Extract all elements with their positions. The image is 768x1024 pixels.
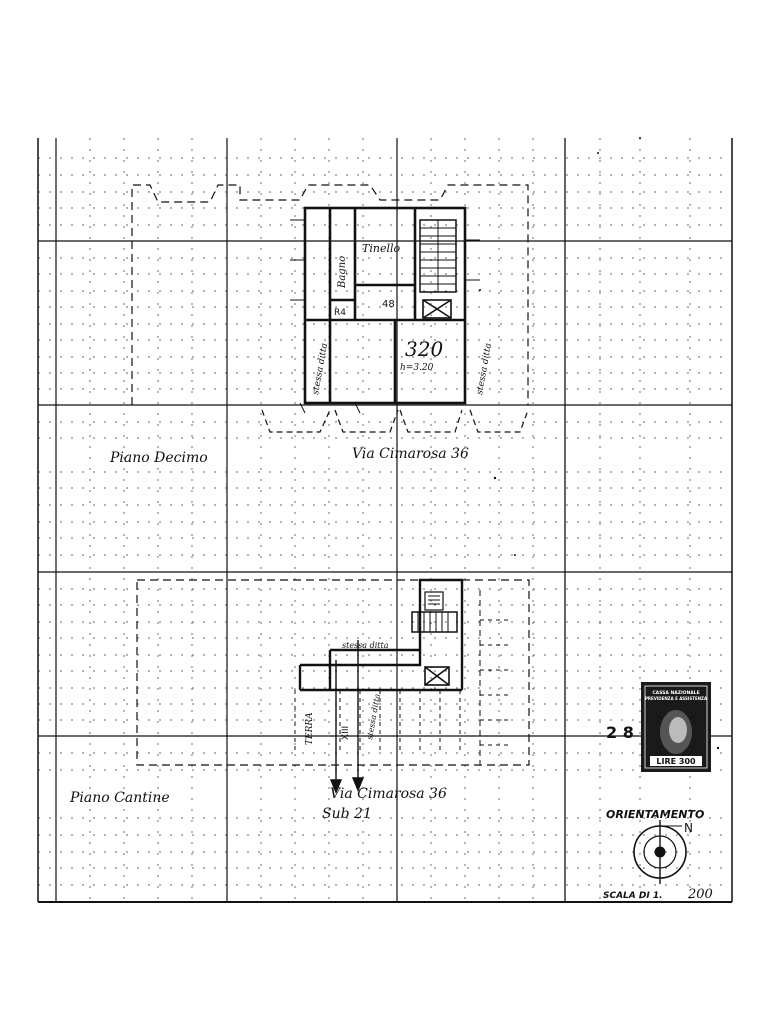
cellar-number: XIII [341, 726, 351, 740]
lower-arrows [329, 640, 365, 794]
north-label: N [684, 821, 693, 835]
stamp-line-2: PREVIDENZA E ASSISTENZA [645, 696, 708, 701]
stamp-value: LIRE 300 [656, 757, 696, 766]
upper-floor-label: Piano Decimo [109, 450, 208, 466]
lower-plan-outline [136, 579, 530, 766]
unit-number: 320 [405, 337, 443, 361]
upper-plan-walls [303, 206, 467, 405]
upper-lift-box [422, 299, 452, 319]
room-label-small: R4 [334, 308, 346, 318]
lower-label-terra: TERRA [305, 712, 315, 745]
upper-street-label: Via Cimarosa 36 [352, 446, 469, 462]
fine-grid [38, 157, 732, 886]
revenue-stamp: CASSA NAZIONALE PREVIDENZA E ASSISTENZA … [641, 682, 711, 772]
orientation-label: ORIENTAMENTO [606, 808, 704, 821]
scan-specks [479, 137, 720, 750]
lower-staircase [411, 591, 458, 633]
room-label-bath: Bagno [337, 256, 348, 289]
lower-plan-labels: TERRA stessa ditta XIII stessa ditta Pia… [69, 641, 447, 822]
lower-label-stessa-ditta: stessa ditta [342, 641, 389, 650]
scale-value: 200 [687, 887, 713, 902]
compass-icon [633, 820, 687, 884]
stamp-line-1: CASSA NAZIONALE [652, 690, 699, 696]
sheet-frame [37, 138, 733, 903]
neighbor-label-right: stessa ditta [475, 342, 494, 395]
room-label-hall: 48 [382, 299, 395, 310]
lower-street-label: Via Cimarosa 36 [330, 786, 447, 802]
neighbor-label-left: stessa ditta [311, 342, 330, 395]
height-label: h=3.20 [400, 363, 434, 373]
lower-lift-box [424, 666, 450, 686]
upper-wall-ticks [290, 219, 480, 414]
upper-staircase [419, 219, 457, 293]
sheet-number: 2 8 [606, 723, 634, 742]
room-label-dining: Tinello [362, 242, 400, 255]
scale-label: SCALA DI 1. [603, 891, 663, 901]
lower-plan-walls [298, 578, 464, 692]
lower-cellar-stalls [294, 619, 512, 750]
lower-floor-label: Piano Cantine [69, 790, 170, 806]
sub-label: Sub 21 [322, 806, 372, 822]
upper-plan-labels: Tinello Bagno 48 R4 320 h=3.20 stessa di… [109, 242, 494, 466]
upper-plan-outline [131, 184, 529, 433]
